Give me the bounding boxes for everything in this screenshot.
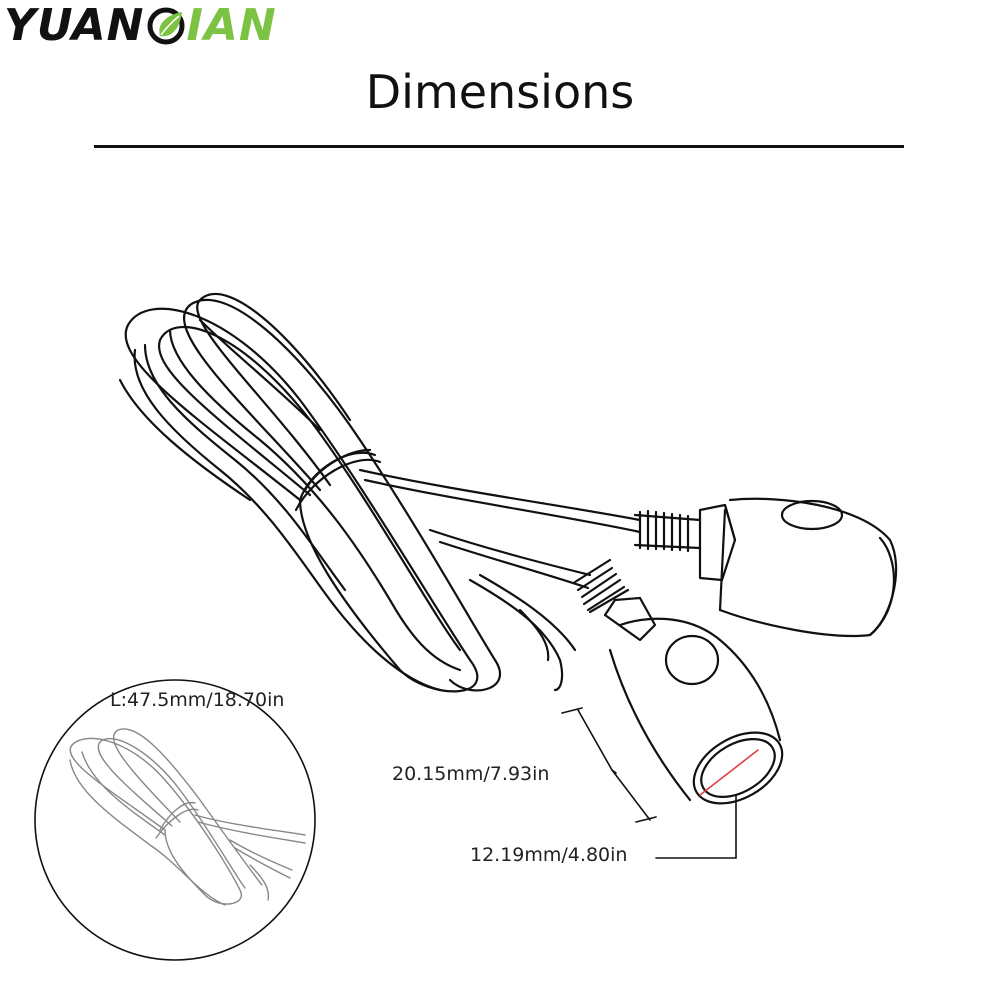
brand-name-start: YUAN (4, 0, 145, 51)
led-upper (633, 497, 898, 638)
led-lower (573, 558, 784, 805)
cable-length-inset (34, 679, 316, 961)
title-divider (94, 145, 904, 148)
lens-diameter-label: 12.19mm/4.80in (470, 844, 628, 866)
leaf-icon (147, 7, 184, 45)
page-title: Dimensions (365, 65, 635, 119)
cable-loops (118, 292, 502, 693)
dimension-lines (561, 707, 737, 859)
brand-name-end: IAN (186, 0, 277, 51)
lens-diameter-line (699, 749, 759, 796)
cable-length-label: L:47.5mm/18.70in (110, 689, 285, 711)
body-length-label: 20.15mm/7.93in (392, 763, 550, 785)
lead-wires (358, 468, 642, 692)
brand-logo: YUAN IAN (4, 2, 277, 50)
